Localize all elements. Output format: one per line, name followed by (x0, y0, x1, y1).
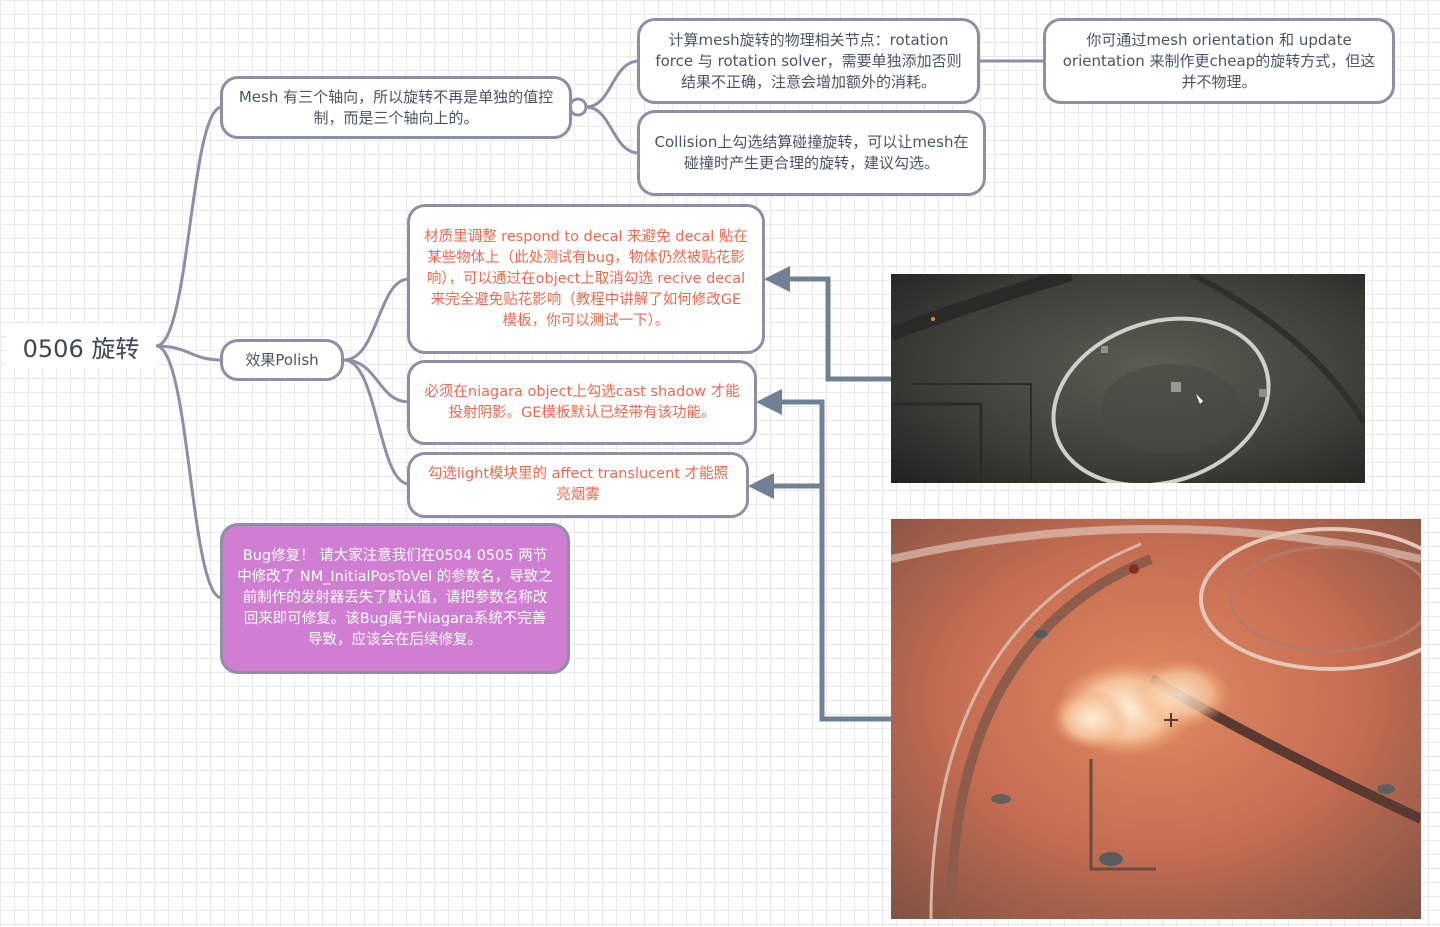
collision-tip-node[interactable]: Collision上勾选结算碰撞旋转，可以让mesh在碰撞时产生更合理的旋转，建… (637, 110, 986, 196)
root-topic[interactable]: 0506 旋转 (6, 324, 156, 368)
decal-tip-node[interactable]: 材质里调整 respond to decal 来避免 decal 贴在某些物体上… (407, 204, 765, 354)
orientation-tip-node[interactable]: 你可通过mesh orientation 和 update orientatio… (1043, 18, 1395, 104)
bottom-screenshot-image (891, 519, 1421, 919)
shadow-tip-node[interactable]: 必须在niagara object上勾选cast shadow 才能投射阴影。G… (407, 360, 757, 445)
light-tip-text: 勾选light模块里的 affect translucent 才能照亮烟雾 (427, 466, 729, 503)
rotation-nodes-node[interactable]: 计算mesh旋转的物理相关节点：rotation force 与 rotatio… (637, 18, 980, 104)
mesh-axes-text: Mesh 有三个轴向，所以旋转不再是单独的值控制，而是三个轴向上的。 (238, 87, 554, 127)
bug-fix-node[interactable]: Bug修复！ 请大家注意我们在0504 0505 两节中修改了 NM_Initi… (220, 523, 570, 674)
collision-tip-text: Collision上勾选结算碰撞旋转，可以让mesh在碰撞时产生更合理的旋转，建… (654, 133, 969, 172)
orientation-tip-text: 你可通过mesh orientation 和 update orientatio… (1062, 30, 1376, 91)
mesh-axes-node[interactable]: Mesh 有三个轴向，所以旋转不再是单独的值控制，而是三个轴向上的。 (220, 76, 572, 139)
bug-fix-text: Bug修复！ 请大家注意我们在0504 0505 两节中修改了 NM_Initi… (237, 548, 553, 648)
rotation-nodes-text: 计算mesh旋转的物理相关节点：rotation force 与 rotatio… (655, 30, 962, 91)
top-screenshot-image (891, 274, 1365, 483)
root-title: 0506 旋转 (22, 334, 140, 363)
light-tip-node[interactable]: 勾选light模块里的 affect translucent 才能照亮烟雾 (407, 452, 749, 518)
decal-tip-text: 材质里调整 respond to decal 来避免 decal 贴在某些物体上… (424, 228, 748, 329)
polish-node[interactable]: 效果Polish (220, 339, 344, 381)
polish-text: 效果Polish (245, 350, 319, 369)
shadow-tip-text: 必须在niagara object上勾选cast shadow 才能投射阴影。G… (424, 383, 740, 421)
